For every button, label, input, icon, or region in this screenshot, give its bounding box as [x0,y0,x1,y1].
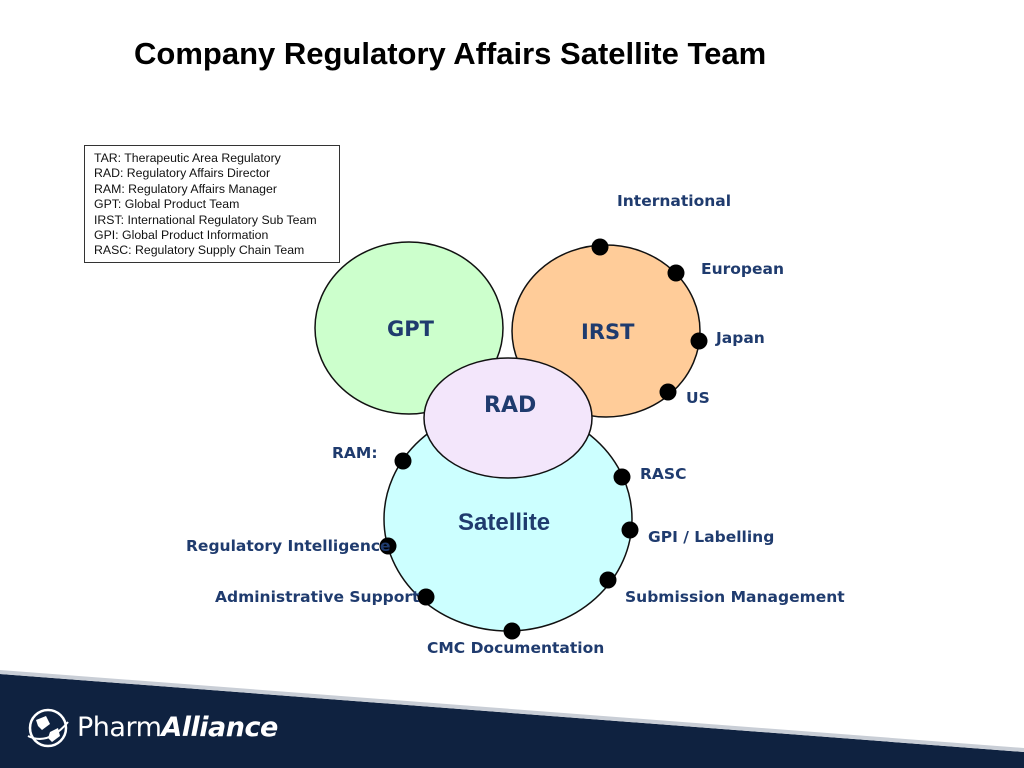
cmc-documentation-node-dot [503,622,521,640]
international-label: International [617,192,732,210]
footer-shape [0,670,1024,768]
japan-label: Japan [716,329,765,347]
international-node-dot [591,238,609,256]
legend-item-irst: IRST: International Regulatory Sub Team [94,212,317,227]
rad-label: RAD [484,393,537,418]
ram-label: RAM: [332,444,378,462]
european-node-dot [667,264,685,282]
submission-management-label: Submission Management [625,588,845,606]
legend-item-rasc: RASC: Regulatory Supply Chain Team [94,243,305,258]
gpi-labelling-label: GPI / Labelling [648,528,775,546]
administrative-support-node-dot [417,588,435,606]
legend-item-ram: RAM: Regulatory Affairs Manager [94,181,277,196]
globe-logo-icon [27,708,69,748]
page-title: Company Regulatory Affairs Satellite Tea… [134,36,767,71]
japan-node-dot [690,332,708,350]
logo-text-light: Pharm [77,712,162,743]
logo-text-heavy: Alliance [161,712,278,743]
administrative-support-label: Administrative Support [215,588,420,606]
legend-item-rad: RAD: Regulatory Affairs Director [94,166,271,181]
us-label: US [686,389,710,407]
ram-node-dot [394,452,412,470]
legend-item-tar: TAR: Therapeutic Area Regulatory [94,151,281,165]
us-node-dot [659,383,677,401]
submission-management-node-dot [599,571,617,589]
rasc-node-dot [613,468,631,486]
legend-item-gpi: GPI: Global Product Information [94,228,269,243]
rasc-label: RASC [640,465,687,483]
gpi-labelling-node-dot [621,521,639,539]
footer-band [0,640,1024,768]
satellite-label: Satellite [458,509,551,536]
legend-item-gpt: GPT: Global Product Team [94,197,240,212]
pharmalliance-logo: PharmAlliance [77,712,278,743]
rad-circle [423,357,593,479]
european-label: European [701,260,785,278]
gpt-label: GPT [387,317,434,341]
cmc-documentation-label: CMC Documentation [427,639,605,657]
abbreviation-legend: TAR: Therapeutic Area Regulatory RAD: Re… [84,145,340,263]
regulatory-intelligence-label: Regulatory Intelligence [186,537,391,555]
regulatory-intelligence-node-dot [379,537,397,555]
irst-label: IRST [581,320,635,344]
